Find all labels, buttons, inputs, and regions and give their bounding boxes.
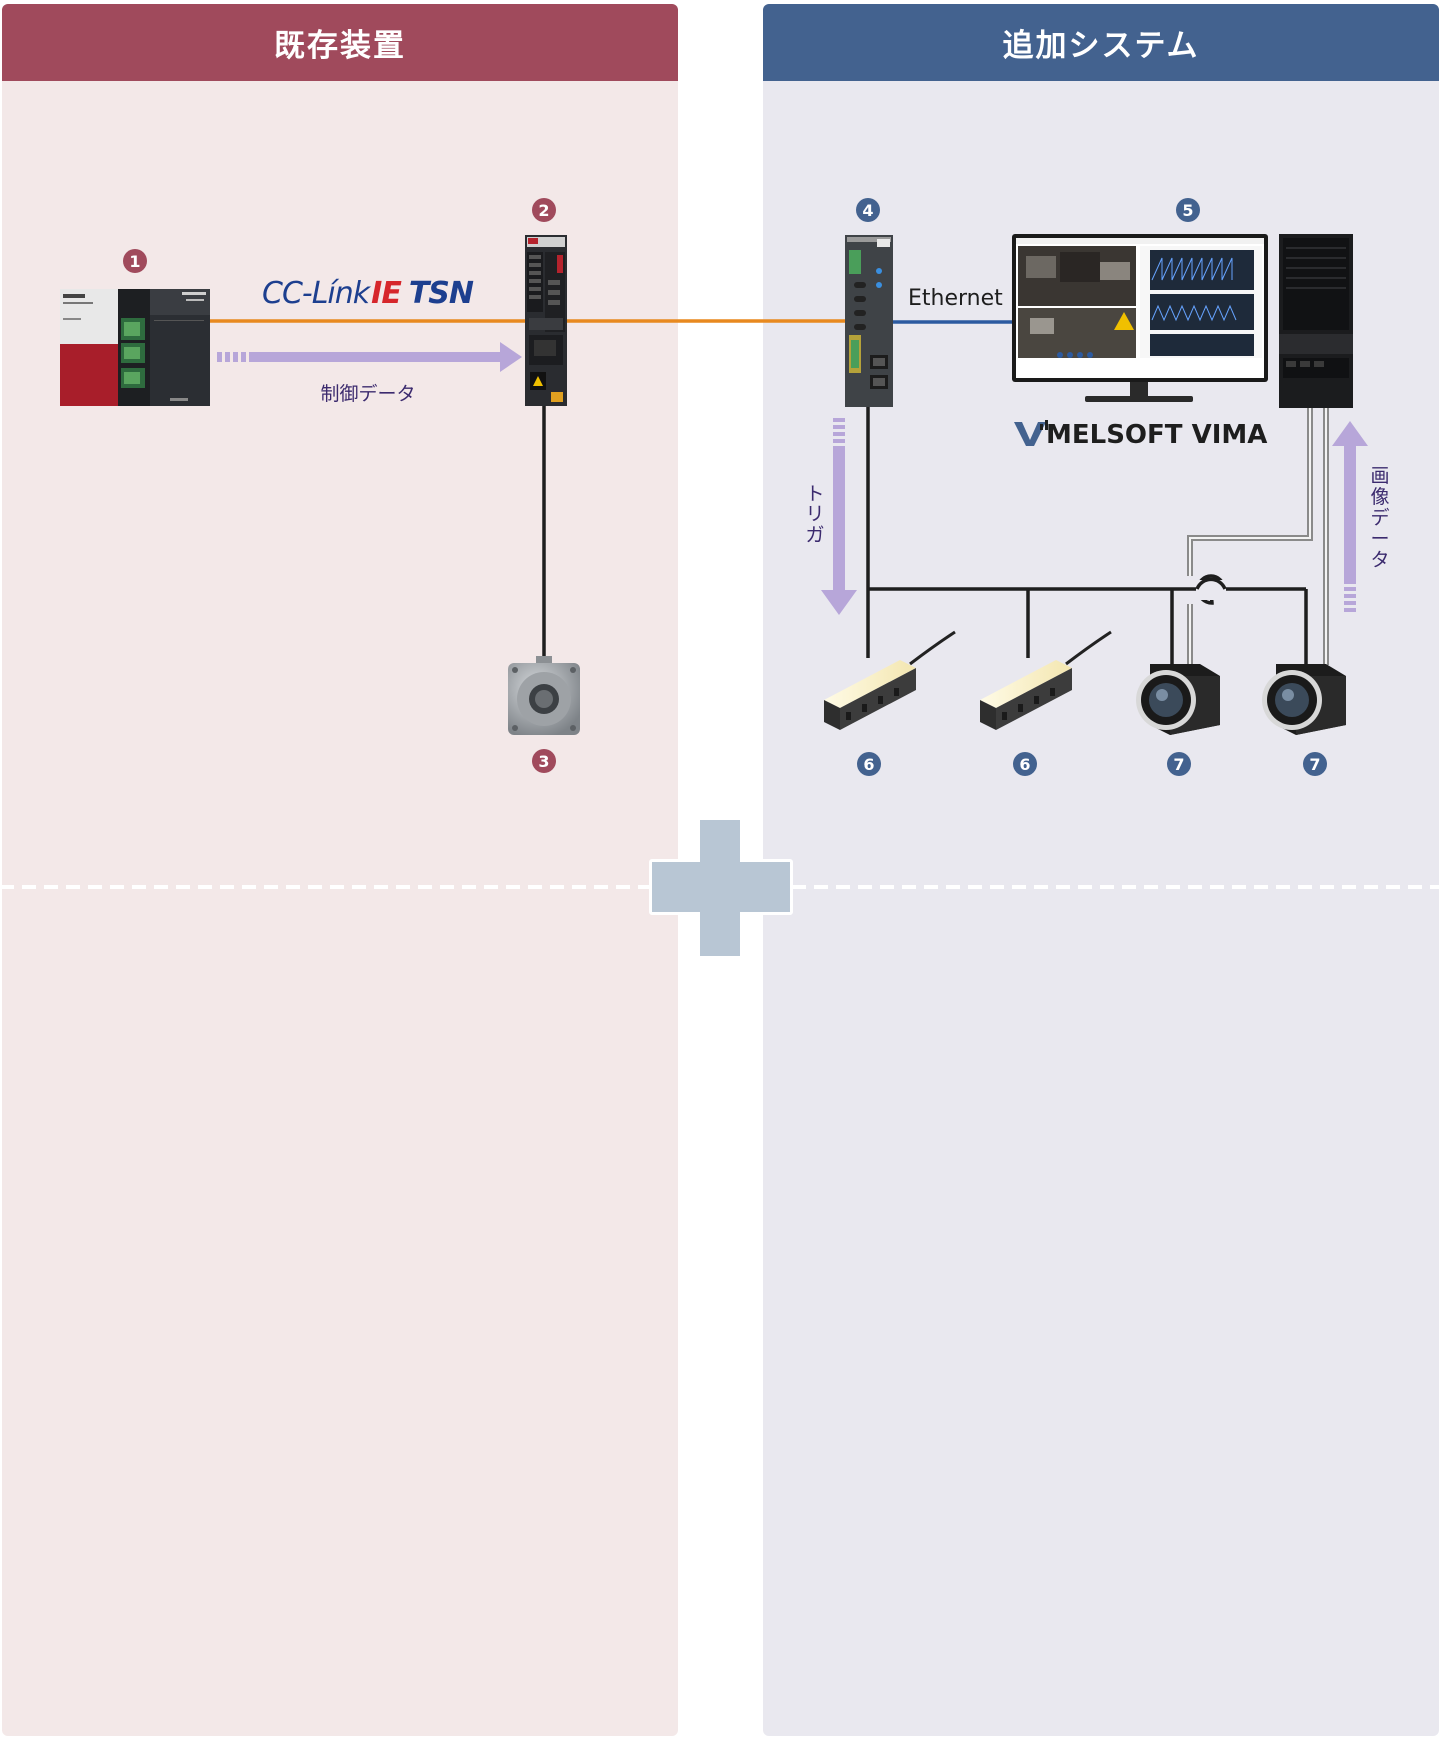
badge-4: 4: [856, 198, 880, 222]
badge-7-camera-2: 7: [1303, 752, 1327, 776]
svg-text:5: 5: [1182, 201, 1193, 220]
control-data-arrow: [217, 342, 522, 372]
added-system-header: 追加システム: [763, 4, 1439, 81]
badge-6-led-1: 6: [857, 752, 881, 776]
svg-text:2: 2: [538, 201, 549, 220]
badge-2: 2: [532, 198, 556, 222]
svg-text:4: 4: [862, 201, 873, 220]
svg-text:画: 画: [1370, 465, 1389, 487]
led-light-image-2: [980, 630, 1112, 730]
svg-text:6: 6: [1019, 755, 1030, 774]
io-unit-image: [845, 235, 893, 407]
svg-text:ー: ー: [1370, 528, 1389, 550]
svg-text:MELSOFT VIMA: MELSOFT VIMA: [1046, 420, 1267, 450]
svg-text:3: 3: [538, 752, 549, 771]
svg-text:6: 6: [863, 755, 874, 774]
svg-text:タ: タ: [1370, 549, 1389, 571]
plus-icon: [649, 817, 793, 959]
image-data-label: 画 像 デ ー タ: [1370, 465, 1389, 571]
ethernet-label: Ethernet: [908, 286, 1003, 311]
trigger-label: ト リ ガ: [805, 483, 824, 546]
badge-6-led-2: 6: [1013, 752, 1037, 776]
image-data-arrow: [1332, 421, 1368, 612]
svg-text:1: 1: [129, 252, 140, 271]
melsoft-vima-logo: MELSOFT VIMA: [1014, 420, 1267, 450]
existing-equipment-header: 既存装置: [2, 4, 678, 81]
svg-text:7: 7: [1309, 755, 1320, 774]
servo-motor-image: [508, 656, 580, 735]
svg-text:像: 像: [1370, 486, 1389, 508]
plc-controller-image: [60, 289, 210, 406]
badge-7-camera-1: 7: [1167, 752, 1191, 776]
badge-5: 5: [1176, 198, 1200, 222]
svg-text:リ: リ: [805, 503, 824, 525]
control-data-label: 制御データ: [320, 383, 415, 405]
svg-text:デ: デ: [1370, 507, 1389, 529]
badge-1: 1: [123, 249, 147, 273]
servo-amplifier-image: [525, 235, 567, 406]
camera-image-2: [1262, 664, 1346, 735]
camera-image-1: [1136, 664, 1220, 735]
monitor-image: [1012, 234, 1268, 402]
industrial-pc-image: [1279, 234, 1353, 408]
svg-text:7: 7: [1173, 755, 1184, 774]
svg-text:ト: ト: [805, 483, 824, 505]
trigger-arrow: [821, 418, 857, 615]
badge-3: 3: [532, 749, 556, 773]
image-data-cables: [1187, 408, 1329, 665]
svg-text:ガ: ガ: [805, 524, 824, 546]
led-light-image-1: [824, 630, 956, 730]
